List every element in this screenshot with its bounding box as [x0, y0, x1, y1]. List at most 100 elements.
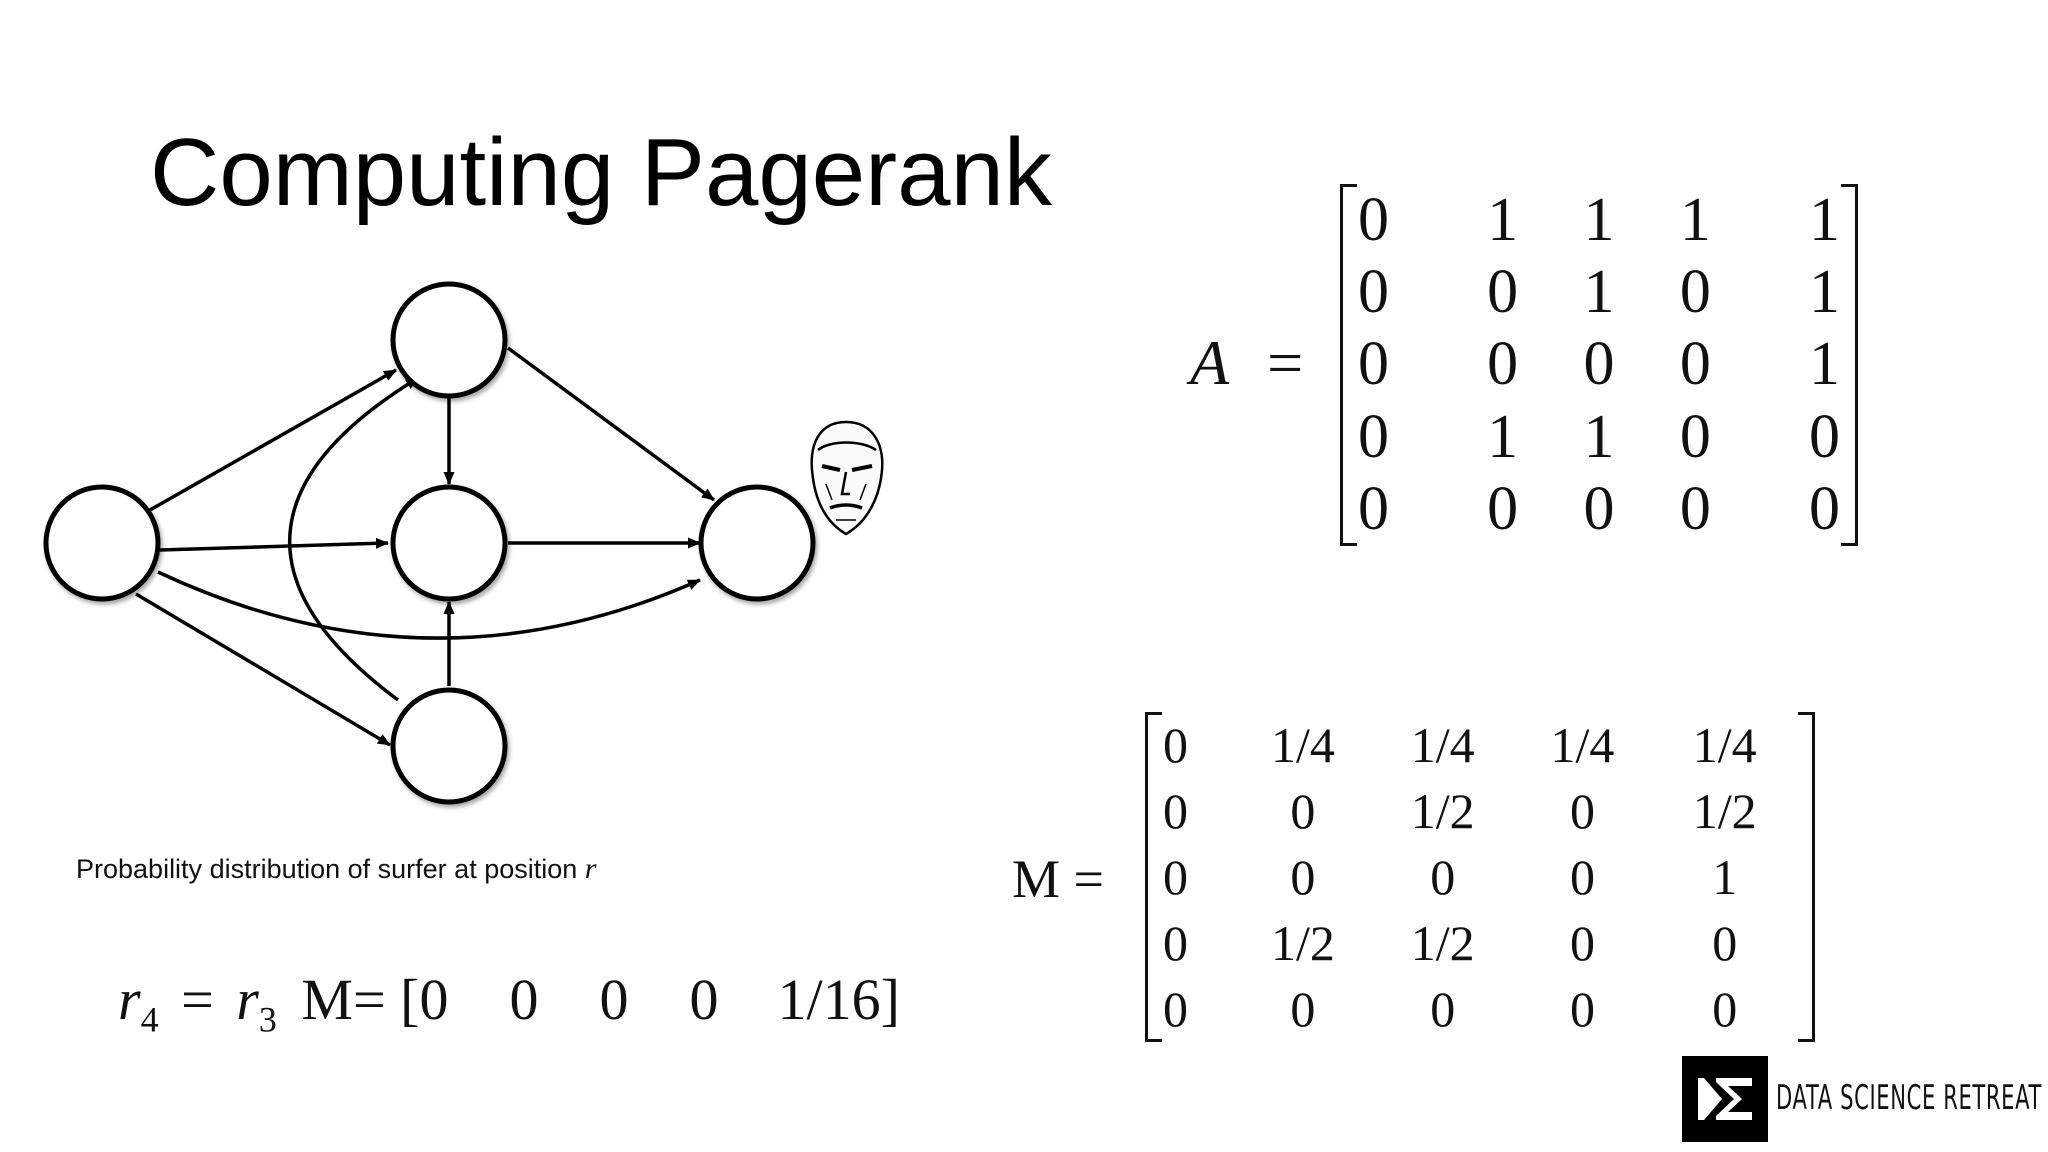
matrix-cell: 0: [1290, 849, 1316, 905]
edge-n1-n2: [149, 368, 397, 512]
surfer-face-icon: [810, 420, 884, 536]
matrix-cell: 1: [1583, 258, 1615, 327]
edge-n2-n5: [506, 346, 716, 502]
matrix-cell: 0: [1358, 330, 1389, 399]
matrix-row: 0 0 0 0 0: [1159, 976, 1801, 1042]
matrix-a-left-bracket: [1340, 184, 1357, 546]
matrix-cell: 0: [1290, 981, 1316, 1037]
matrix-cell: 1/4: [1692, 717, 1757, 773]
matrix-cell: 1/4: [1550, 717, 1615, 773]
matrix-cell: 1/4: [1410, 717, 1475, 773]
matrix-cell: 0: [1163, 849, 1188, 905]
eq-lhs-var: r: [118, 967, 141, 1032]
matrix-cell: 0: [1679, 475, 1711, 544]
matrix-m-right-bracket: [1798, 712, 1815, 1042]
eq-equals: =: [181, 967, 214, 1032]
matrix-cell: 1/2: [1410, 915, 1475, 971]
matrix-cell: 0: [1569, 783, 1595, 839]
matrix-cell: 1: [1583, 402, 1615, 471]
matrix-cell: 0: [1430, 981, 1456, 1037]
graph-node-2: [390, 281, 508, 399]
graph-node-5: [698, 484, 816, 602]
eq-vector-item: 0: [419, 967, 449, 1032]
matrix-cell: 1: [1487, 185, 1519, 254]
matrix-m-label: M =: [1012, 849, 1104, 909]
matrix-cell: 0: [1679, 258, 1711, 327]
sigma-logo-icon: [1682, 1056, 1768, 1142]
matrix-cell: 0: [1358, 185, 1389, 254]
matrix-cell: 0: [1358, 475, 1389, 544]
matrix-cell: 0: [1358, 402, 1389, 471]
eq-vector-item: 0: [599, 967, 629, 1032]
edge-n1-n3: [159, 537, 389, 552]
matrix-cell: 0: [1809, 475, 1840, 544]
eq-vector-item: 1/16: [777, 967, 881, 1032]
matrix-cell: 1/2: [1692, 783, 1757, 839]
eq-vector-item: 0: [509, 967, 539, 1032]
matrix-cell: 0: [1809, 402, 1840, 471]
matrix-a-right-bracket: [1841, 184, 1858, 546]
matrix-a-label: A=: [1190, 327, 1304, 398]
edge-n4-n2: [288, 376, 419, 702]
matrix-cell: 0: [1679, 330, 1711, 399]
caption-var: r: [584, 852, 597, 885]
matrix-cell: 0: [1569, 981, 1595, 1037]
matrix-cell: 0: [1712, 981, 1738, 1037]
matrix-cell: 0: [1583, 475, 1615, 544]
graph-node-3: [390, 484, 508, 602]
matrix-cell: 1/2: [1410, 783, 1475, 839]
eq-rhs-sub: 3: [258, 999, 277, 1040]
matrix-cell: 1: [1809, 185, 1840, 254]
matrix-cell: 0: [1679, 402, 1711, 471]
eq-rhs-var: r: [236, 967, 259, 1032]
matrix-m-left-bracket: [1145, 712, 1162, 1042]
matrix-cell: 1: [1487, 402, 1519, 471]
matrix-cell: 1/2: [1270, 915, 1335, 971]
matrix-cell: 1: [1679, 185, 1711, 254]
eq-vector-item: 0: [689, 967, 719, 1032]
eq-rhs-matrix: M=: [301, 967, 386, 1032]
matrix-cell: 0: [1163, 783, 1188, 839]
matrix-cell: 0: [1487, 475, 1519, 544]
matrix-cell: 0: [1163, 717, 1188, 773]
matrix-cell: 0: [1569, 915, 1595, 971]
edge-n1-n4: [135, 592, 391, 747]
matrix-row: 0 0 1/2 0 1/2: [1159, 778, 1801, 844]
edge-n1-n5: [157, 570, 701, 640]
slide-title: Computing Pagerank: [150, 119, 1052, 226]
caption: Probability distribution of surfer at po…: [76, 852, 596, 886]
matrix-cell: 0: [1163, 915, 1188, 971]
matrix-cell: 0: [1487, 258, 1519, 327]
matrix-cell: 0: [1583, 330, 1615, 399]
graph-node-1: [43, 484, 161, 602]
matrix-cell: 1: [1583, 185, 1615, 254]
matrix-cell: 0: [1290, 783, 1316, 839]
matrix-cell: 0: [1712, 915, 1738, 971]
matrix-cell: 0: [1430, 849, 1456, 905]
caption-text: Probability distribution of surfer at po…: [76, 854, 585, 884]
matrix-cell: 1: [1809, 330, 1840, 399]
matrix-cell: 0: [1163, 981, 1188, 1037]
graph-node-4: [390, 687, 508, 805]
matrix-row: 0 1/4 1/4 1/4 1/4: [1159, 712, 1801, 778]
logo-text: DATA SCIENCE RETREAT: [1776, 1078, 2043, 1118]
eq-lhs-sub: 4: [140, 999, 159, 1040]
matrix-row: 0 1/2 1/2 0 0: [1159, 910, 1801, 976]
matrix-cell: 0: [1569, 849, 1595, 905]
matrix-cell: 1/4: [1270, 717, 1335, 773]
matrix-cell: 0: [1487, 330, 1519, 399]
matrix-cell: 0: [1358, 258, 1389, 327]
